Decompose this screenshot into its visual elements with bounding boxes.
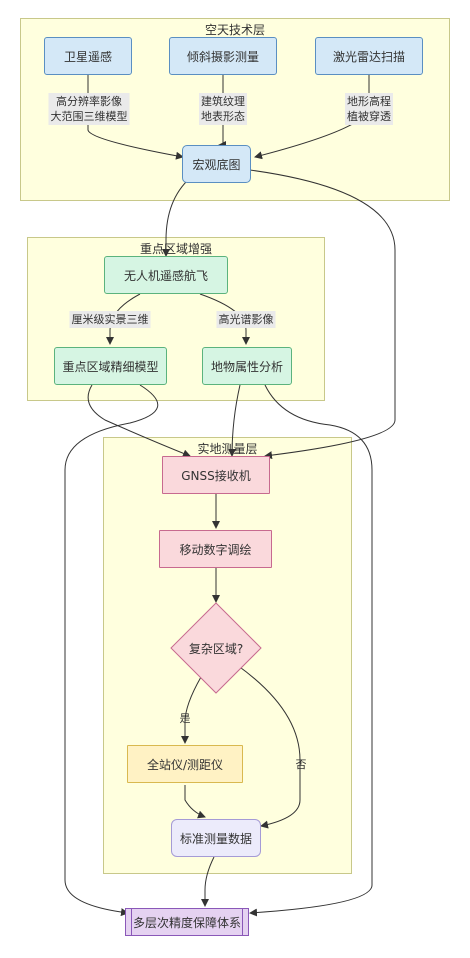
node-mobile-label: 移动数字调绘 [179,542,252,557]
edge-label-building-texture: 建筑纹理 [201,95,245,108]
group-title-field: 实地测量层 [197,442,258,456]
edge-label-satellite: 高分辨率影像 大范围三维模型 [48,93,130,125]
edge-label-surface-form: 地表形态 [201,110,245,123]
node-precision-system[interactable]: 多层次精度保障体系 [125,908,249,936]
node-macro-base-map[interactable]: 宏观底图 [182,145,251,183]
node-attribute-analysis[interactable]: 地物属性分析 [202,347,292,385]
node-fine-model-label: 重点区域精细模型 [62,359,159,374]
group-title-air: 空天技术层 [204,23,265,37]
node-oblique-label: 倾斜摄影测量 [186,49,259,64]
node-total-station-label: 全站仪/测距仪 [146,757,224,772]
edge-label-terrain-elevation: 地形高程 [347,95,391,108]
node-lidar-label: 激光雷达扫描 [332,49,405,64]
node-system-label: 多层次精度保障体系 [132,915,241,930]
node-satellite-remote-sensing[interactable]: 卫星遥感 [44,37,132,75]
subroutine-border [131,909,243,935]
edge-label-lidar: 地形高程 植被穿透 [345,93,393,125]
node-satellite-label: 卫星遥感 [63,49,112,64]
edge-label-no: 否 [295,758,307,771]
node-oblique-photogrammetry[interactable]: 倾斜摄影测量 [169,37,277,75]
edge-label-hyperspectral: 高光谱影像 [216,311,276,328]
node-standard-label: 标准测量数据 [179,831,252,846]
node-lidar-scan[interactable]: 激光雷达扫描 [315,37,423,75]
diamond-shape [170,602,262,694]
node-fine-model[interactable]: 重点区域精细模型 [54,347,167,385]
edge-label-yes: 是 [179,712,191,725]
node-total-station[interactable]: 全站仪/测距仪 [127,745,243,783]
node-uav-label: 无人机遥感航飞 [123,268,208,283]
node-standard-data[interactable]: 标准测量数据 [171,819,261,857]
node-complex-area-decision[interactable]: 复杂区域? [170,602,262,694]
node-gnss-receiver[interactable]: GNSS接收机 [162,456,270,494]
node-gnss-label: GNSS接收机 [181,468,251,483]
node-uav-flight[interactable]: 无人机遥感航飞 [104,256,228,294]
node-mobile-survey[interactable]: 移动数字调绘 [159,530,272,568]
edge-label-large-3d-model: 大范围三维模型 [50,110,128,123]
edge-label-vegetation-penetration: 植被穿透 [347,110,391,123]
edge-label-hi-res-image: 高分辨率影像 [56,95,122,108]
node-attr-label: 地物属性分析 [210,359,283,374]
node-macro-label: 宏观底图 [192,157,241,172]
node-complex-label: 复杂区域? [188,641,244,656]
edge-label-cm-3d: 厘米级实景三维 [69,311,151,328]
edge-label-oblique: 建筑纹理 地表形态 [199,93,247,125]
group-title-focus: 重点区域增强 [139,242,212,256]
